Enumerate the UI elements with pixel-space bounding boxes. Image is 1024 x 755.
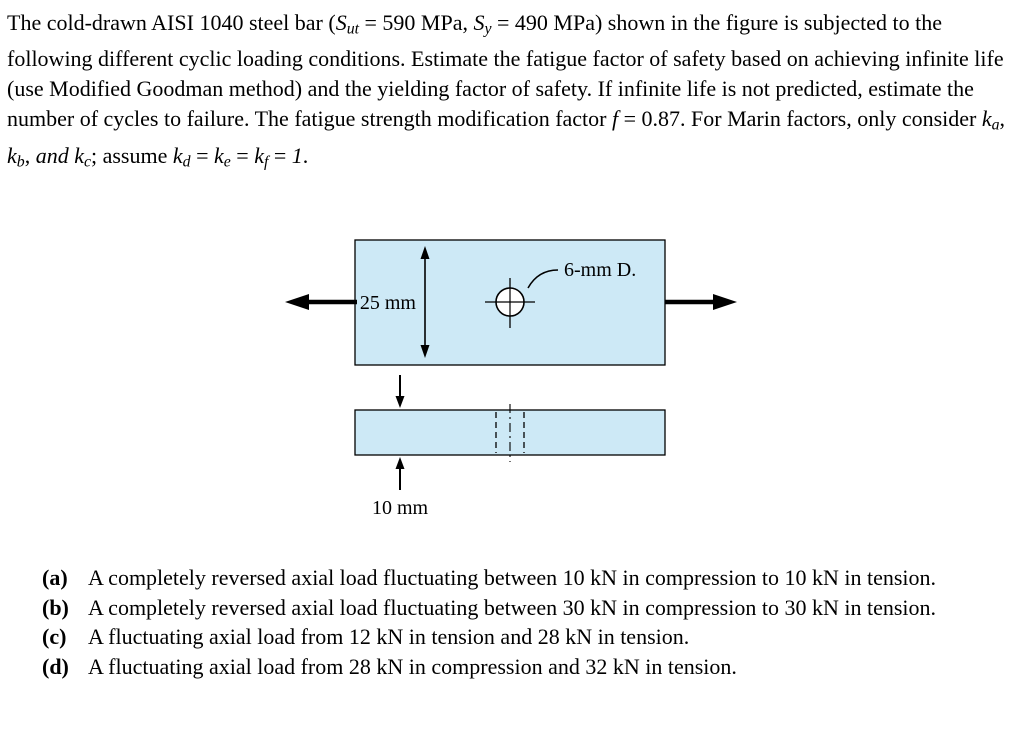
problem-statement: The cold-drawn AISI 1040 steel bar (Sut … — [7, 10, 1006, 171]
load-case-label: (b) — [42, 594, 69, 620]
load-case-text: A fluctuating axial load from 28 kN in c… — [88, 653, 737, 679]
load-case-label: (c) — [42, 624, 67, 649]
load-case-a: (a) A completely reversed axial load flu… — [42, 563, 982, 593]
load-case-label: (d) — [42, 653, 69, 679]
width-dimension-label: 25 mm — [360, 292, 417, 314]
load-case-text: A completely reversed axial load fluctua… — [88, 565, 937, 590]
hole-hidden-lines — [495, 404, 525, 462]
thickness-dimension-label: 10 mm — [372, 497, 429, 519]
load-case-c: (c) A fluctuating axial load from 12 kN … — [42, 622, 982, 652]
load-cases-list: (a) A completely reversed axial load flu… — [42, 563, 982, 681]
load-case-b: (b) A completely reversed axial load flu… — [42, 593, 982, 623]
load-case-text: A completely reversed axial load fluctua… — [88, 594, 937, 620]
load-case-label: (a) — [42, 565, 68, 590]
hole-icon — [485, 278, 535, 328]
hole-diameter-label: 6-mm D. — [564, 259, 636, 281]
thickness-arrow-top — [395, 375, 405, 408]
axial-load-arrow-right — [665, 294, 737, 310]
thickness-arrow-bottom — [395, 457, 405, 490]
width-dimension-arrow — [420, 246, 430, 358]
hole-leader-line — [527, 269, 559, 289]
steel-bar-figure: 25 mm 6-mm D. 10 mm — [285, 239, 737, 519]
load-case-d: (d) A fluctuating axial load from 28 kN … — [42, 652, 982, 682]
load-case-text: A fluctuating axial load from 12 kN in t… — [88, 624, 690, 649]
axial-load-arrow-left — [285, 294, 357, 310]
